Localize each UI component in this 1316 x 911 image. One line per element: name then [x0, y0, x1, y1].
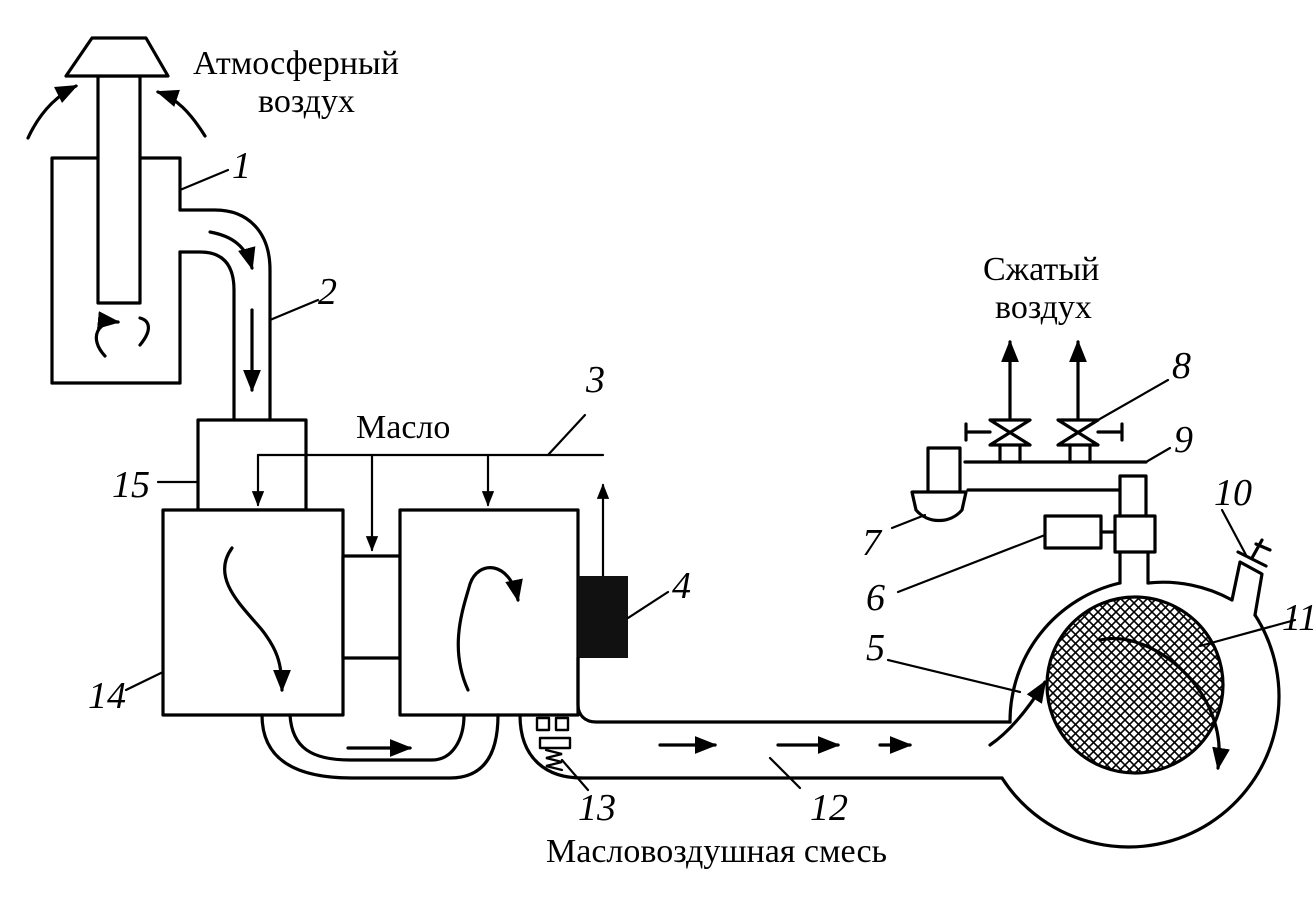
label-oil-air-mixture: Масловоздушная смесь: [546, 833, 887, 870]
callout-6: 6: [866, 577, 885, 619]
callout-13: 13: [578, 787, 616, 829]
callout-10: 10: [1214, 472, 1252, 514]
pressure-sensor: [1043, 514, 1103, 550]
callout-4: 4: [672, 565, 691, 607]
oil-sump-loop: [260, 713, 584, 780]
callout-8: 8: [1172, 345, 1191, 387]
label-atmospheric-air-2: воздух: [258, 83, 355, 120]
oil-supply-line: [251, 453, 610, 578]
callout-1: 1: [232, 145, 251, 187]
separator-element: [1045, 595, 1225, 775]
oil-air-mixture-pipe: [576, 656, 1012, 780]
oil-separator-receiver: [988, 538, 1281, 849]
label-compressed-air-1: Сжатый: [983, 251, 1099, 288]
callout-7: 7: [862, 522, 883, 564]
shutoff-valve-left: [964, 339, 1032, 447]
air-intake-filter: [26, 36, 207, 385]
callout-3: 3: [585, 359, 605, 401]
intake-regulator: [196, 418, 308, 512]
callout-14: 14: [88, 675, 126, 717]
compressor-coupling: [341, 554, 402, 660]
callout-2: 2: [318, 271, 337, 313]
oil-cooler: [578, 576, 628, 658]
callout-leaders: [124, 168, 1297, 792]
label-atmospheric-air-1: Атмосферный: [193, 45, 399, 82]
callout-12: 12: [810, 787, 848, 829]
compressed-air-manifold: [910, 443, 1148, 523]
label-oil: Масло: [356, 409, 450, 446]
callout-5: 5: [866, 627, 885, 669]
label-compressed-air-2: воздух: [995, 289, 1092, 326]
callout-9: 9: [1174, 419, 1193, 461]
intake-pipe: [178, 208, 272, 422]
shutoff-valve-right: [1056, 339, 1124, 447]
compressor-block-left: [161, 508, 345, 717]
callout-11: 11: [1282, 597, 1316, 639]
callout-15: 15: [112, 464, 150, 506]
compressor-block-right: [398, 508, 580, 717]
check-valve: [535, 716, 572, 772]
receiver-outlet: [1113, 474, 1157, 585]
